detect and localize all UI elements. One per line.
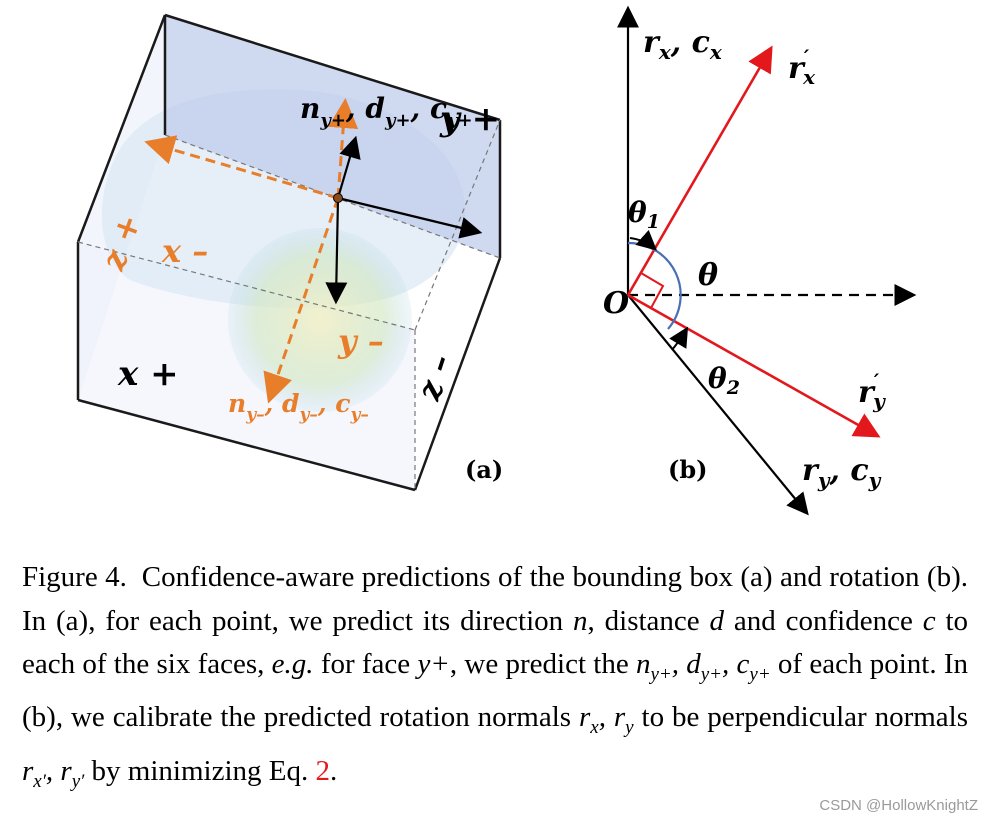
theta-arc xyxy=(627,241,682,330)
point-cloud-wheel xyxy=(228,228,412,412)
label-z-minus: z – xyxy=(409,350,459,406)
theta1-label: θ1 xyxy=(628,196,660,233)
equation-reference-link[interactable]: 2 xyxy=(315,754,330,787)
sample-point xyxy=(333,193,343,203)
panel-b-label: (b) xyxy=(668,455,708,484)
watermark: CSDN @HollowKnightZ xyxy=(819,797,978,814)
box-face-y-plus xyxy=(165,15,500,258)
black-direction-arrows xyxy=(325,135,483,305)
panel-a: y + x – z + x + y – z – ny+, dy+, cy+ ny… xyxy=(76,13,503,492)
figure-caption: Figure 4. Confidence-aware predictions o… xyxy=(22,561,969,792)
figure-svg: y + x – z + x + y – z – ny+, dy+, cy+ ny… xyxy=(76,5,917,516)
label-x-plus: x + xyxy=(117,354,179,394)
caption-figure-number: Figure 4. xyxy=(22,561,127,593)
axis-ry-cy xyxy=(627,294,809,516)
theta1-arc xyxy=(629,229,657,251)
label-ry-prime: r′y xyxy=(858,369,886,413)
panel-a-label: (a) xyxy=(465,455,503,484)
annotation-n-d-c-y-minus: ny–, dy–, cy– xyxy=(228,389,369,425)
box-hidden-edges xyxy=(77,119,501,490)
label-rx-cx: rx, cx xyxy=(643,25,723,64)
axis-rx-prime xyxy=(626,45,773,296)
figure-4: y + x – z + x + y – z – ny+, dy+, cy+ ny… xyxy=(76,5,917,516)
caption-math-rx-ry: rx, ry xyxy=(578,701,634,739)
box-edges xyxy=(76,13,502,492)
panel-b: O θ θ1 θ2 rx, cx r′x r′y ry, cy (b) xyxy=(603,5,917,516)
label-ry-cy: ry, cy xyxy=(802,453,882,492)
orange-direction-arrows xyxy=(144,98,359,404)
theta-label: θ xyxy=(698,258,718,293)
annotation-n-d-c-y-plus: ny+, dy+, cy+ xyxy=(300,92,473,131)
label-y-plus: y + xyxy=(439,99,500,139)
axis-ry-prime xyxy=(627,293,881,438)
right-angle-marker xyxy=(640,272,665,309)
theta2-label: θ2 xyxy=(708,362,740,399)
caption-math-rx-ry-prime: rx′, ry′ xyxy=(22,754,85,792)
label-rx-prime: r′x xyxy=(788,45,816,89)
caption-math-n-d-c: ny+, dy+, cy+ xyxy=(635,648,771,685)
origin-label: O xyxy=(603,286,629,321)
theta2-arc xyxy=(669,326,689,351)
label-y-minus: y – xyxy=(337,322,384,360)
label-x-minus: x – xyxy=(161,232,208,270)
